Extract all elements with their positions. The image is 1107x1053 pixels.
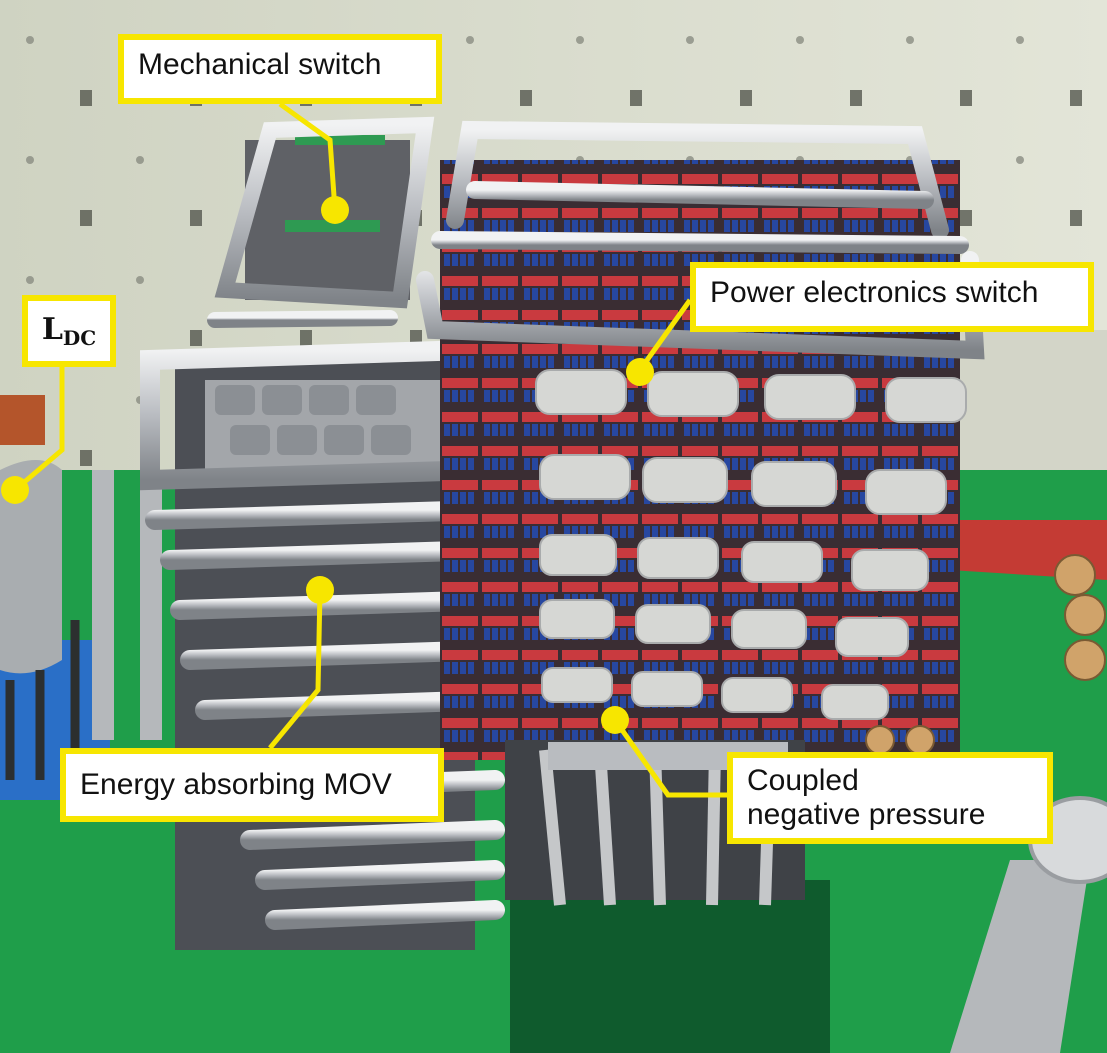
marker-power-electronics <box>626 358 654 386</box>
power-electronics-tower <box>416 120 985 906</box>
label-mechanical-switch: Mechanical switch <box>138 48 382 81</box>
callout-ldc: LDC <box>22 295 116 367</box>
label-power-electronics-switch: Power electronics switch <box>710 276 1039 309</box>
marker-coupled-negative-pressure <box>601 706 629 734</box>
cable-drums <box>865 554 1106 755</box>
label-energy-absorbing-mov: Energy absorbing MOV <box>80 768 392 801</box>
left-column-1 <box>92 470 114 740</box>
callout-power-electronics-switch: Power electronics switch <box>690 262 1094 332</box>
callout-coupled-negative-pressure: Coupled negative pressure <box>727 752 1053 844</box>
orange-cabinet <box>0 395 45 445</box>
callout-mechanical-switch: Mechanical switch <box>118 34 442 104</box>
left-column-2 <box>140 480 162 740</box>
marker-ldc <box>1 476 29 504</box>
label-ldc-main: L <box>41 312 63 347</box>
marker-mov <box>306 576 334 604</box>
label-coupled: Coupled <box>747 764 859 797</box>
label-ldc-subscript: DC <box>62 326 97 350</box>
callout-energy-absorbing-mov: Energy absorbing MOV <box>60 748 444 822</box>
ldc-reactor <box>0 460 62 674</box>
floor-shadow <box>510 880 830 1053</box>
ldc-insulators <box>5 620 80 780</box>
mechanical-switch-box <box>207 116 435 328</box>
right-bushing <box>950 796 1107 1053</box>
marker-mechanical-switch <box>321 196 349 224</box>
label-negative-pressure: negative pressure <box>747 798 986 831</box>
leader-lines <box>13 101 727 798</box>
